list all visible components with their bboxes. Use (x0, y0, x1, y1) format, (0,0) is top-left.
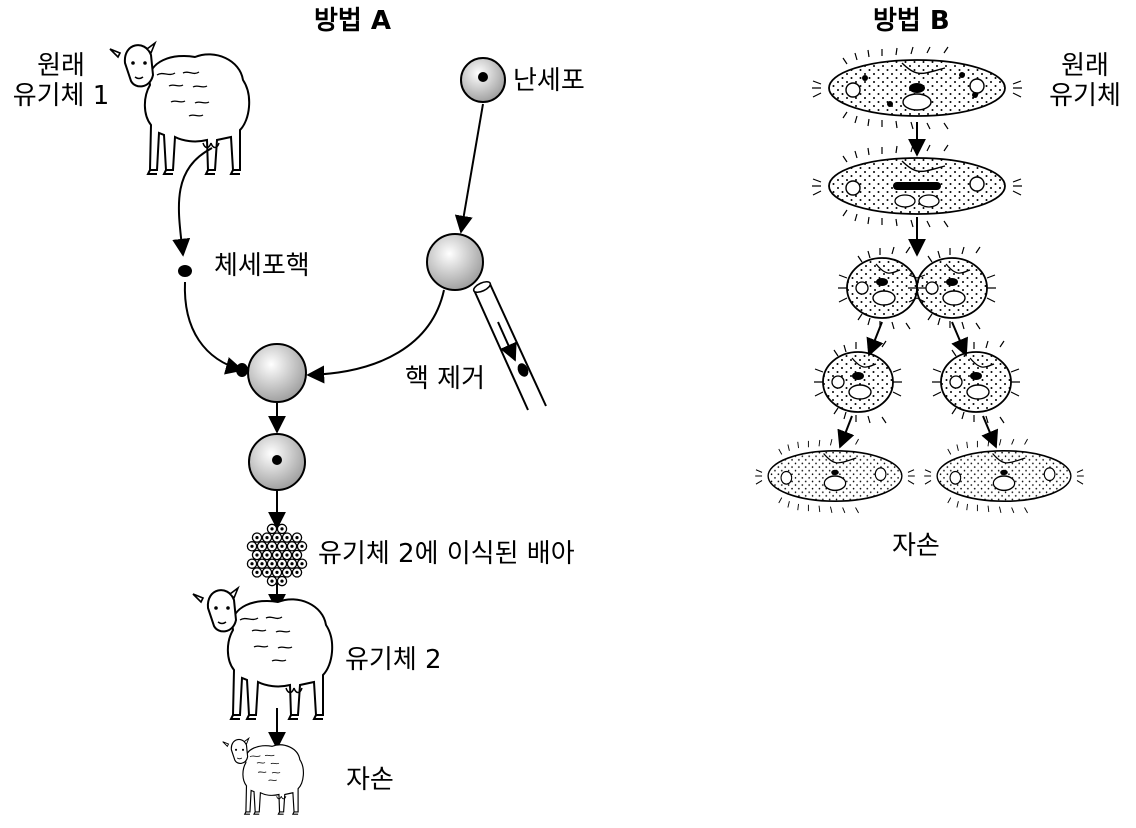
embryo-cell-nucleus (295, 553, 299, 557)
paramecium-original-organelles (862, 72, 978, 111)
paramecium-split-right (907, 246, 997, 330)
original-organism-b-line1: 원래 (1061, 51, 1109, 81)
embryo-cell-nucleus (250, 544, 254, 548)
paramecium-dividing-organelles (893, 182, 941, 208)
offspring-a-label: 자손 (346, 765, 394, 795)
original-organism-1-label: 원래 유기체 1 (6, 51, 116, 112)
arrow-b-4-left (837, 415, 855, 449)
embryo-cell-nucleus (255, 536, 259, 540)
embryo-cell-nucleus (300, 544, 304, 548)
embryo-cell-nucleus (280, 544, 284, 548)
embryo-cell-nucleus (260, 544, 264, 548)
arrow-sheep-to-nucleus (172, 147, 213, 257)
somatic-nucleus (178, 265, 192, 277)
embryo-cluster (246, 523, 308, 587)
embryo-label: 유기체 2에 이식된 배아 (318, 539, 575, 569)
lamb-offspring (222, 737, 304, 815)
embryo-cell-nucleus (295, 536, 299, 540)
embryo-cell-nucleus (250, 562, 254, 566)
micropipette (472, 280, 547, 411)
arrow-cell-to-fusion (306, 289, 445, 384)
embryo-cell-nucleus (275, 553, 279, 557)
embryo-cell-nucleus (260, 562, 264, 566)
embryo-cell-nucleus (265, 553, 269, 557)
paramecium-offspring-right (923, 438, 1085, 514)
embryo-cell-nucleus (280, 562, 284, 566)
embryo-cell-nucleus (285, 570, 289, 575)
sheep-organism-1 (109, 42, 251, 175)
embryo-cell-nucleus (280, 579, 284, 583)
original-organism-b-line2: 유기체 (1049, 80, 1121, 111)
embryo-cell-nucleus (300, 562, 304, 566)
embryo-cell-nucleus (270, 544, 274, 548)
organism-2-label: 유기체 2 (345, 645, 442, 675)
embryo-cell-nucleus (255, 570, 259, 575)
egg-nucleus (478, 72, 488, 82)
method-b-title: 방법 B (873, 6, 950, 36)
embryo-cell-nucleus (290, 562, 294, 566)
arrow-b-3-left (866, 321, 884, 357)
arrow-egg-to-cell (454, 103, 484, 234)
sheep-organism-2 (192, 587, 334, 720)
somatic-nucleus-label: 체세포핵 (214, 251, 310, 281)
embryo-cell-nucleus (270, 527, 274, 531)
arrow-b-4-right (981, 415, 999, 449)
embryo-cell-nucleus (285, 536, 289, 540)
inserted-nucleus (236, 363, 248, 377)
enucleation-label: 핵 제거 (405, 364, 486, 394)
embryo-cell-nucleus (275, 536, 279, 540)
embryo-cell-nucleus (295, 570, 299, 575)
reconstructed-nucleus (272, 455, 282, 465)
paramecium-offspring-left (754, 438, 916, 514)
embryo-cell-nucleus (265, 536, 269, 540)
egg-cell-label: 난세포 (513, 66, 585, 96)
arrow-nucleus-to-fusion (183, 281, 244, 375)
embryo-cell-nucleus (280, 527, 284, 531)
original-organism-1-line2: 유기체 1 (12, 80, 110, 111)
fusion-cell (247, 343, 307, 403)
paramecium-daughter-left (813, 340, 903, 424)
method-a-title: 방법 A (314, 6, 392, 36)
embryo-cell-nucleus (255, 553, 259, 557)
embryo-cell-nucleus (275, 570, 279, 575)
enucleated-egg-cell (426, 233, 484, 291)
embryo-cell-nucleus (265, 570, 269, 575)
embryo-cell-nucleus (290, 544, 294, 548)
embryo-cell-nucleus (270, 579, 274, 583)
paramecium-daughter-right (931, 340, 1021, 424)
original-organism-1-line1: 원래 (37, 51, 85, 81)
embryo-cell-nucleus (285, 553, 289, 557)
original-organism-b-label: 원래 유기체 (1040, 51, 1130, 112)
embryo-cell-nucleus (270, 562, 274, 566)
offspring-b-label: 자손 (892, 531, 940, 561)
